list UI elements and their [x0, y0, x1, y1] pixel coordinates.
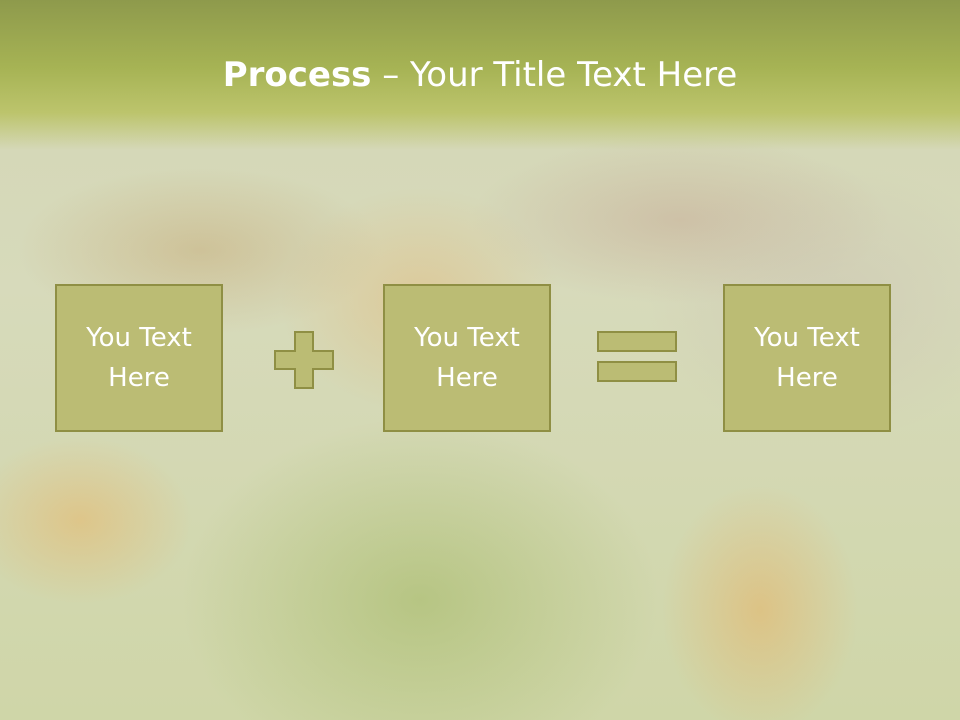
text-box-1[interactable]: You Text Here	[55, 284, 223, 432]
title-rest: – Your Title Text Here	[371, 55, 738, 95]
equals-icon	[597, 331, 677, 382]
header-band	[0, 0, 960, 150]
text-box-2[interactable]: You Text Here	[383, 284, 551, 432]
text-box-3-label: You Text Here	[754, 323, 860, 393]
title-bold: Process	[222, 55, 372, 95]
plus-icon	[274, 331, 334, 389]
text-box-2-label: You Text Here	[414, 323, 520, 393]
text-box-1-label: You Text Here	[86, 323, 192, 393]
slide-title: Process – Your Title Text Here	[0, 50, 960, 100]
text-box-3[interactable]: You Text Here	[723, 284, 891, 432]
